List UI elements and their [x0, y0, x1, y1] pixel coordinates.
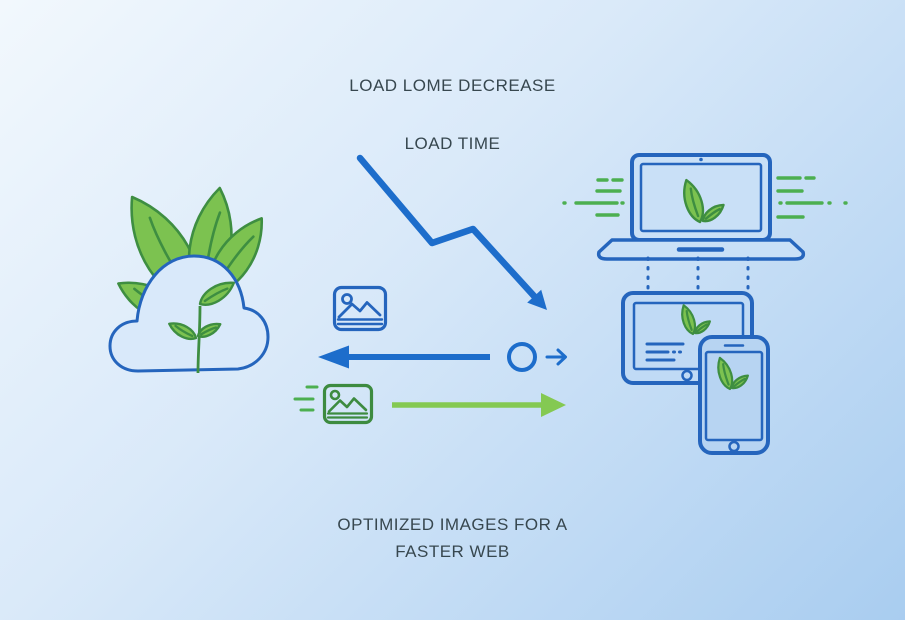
page-title: LOAD LOME DECREASE [349, 76, 556, 95]
home-button-icon [681, 369, 693, 382]
small-right-arrow-icon [545, 348, 567, 366]
laptop-icon [562, 153, 848, 261]
bottom-caption: OPTIMIZED IMAGES FOR A FASTER WEB [0, 511, 905, 565]
smartphone-icon [698, 335, 770, 455]
image-file-blue-icon [332, 285, 388, 332]
webcam-dot-icon [699, 157, 703, 162]
tablet-text-lines [645, 342, 685, 362]
load-time-label: LOAD TIME [404, 134, 501, 153]
decline-trend-arrow-icon [356, 154, 547, 310]
home-button-icon [728, 440, 740, 453]
sprout-icon [165, 275, 239, 374]
bottom-caption-line1: OPTIMIZED IMAGES FOR A [337, 515, 568, 534]
fast-right-arrow-icon [392, 393, 566, 417]
slow-left-arrow-icon [318, 345, 490, 369]
image-file-green-fast-icon [293, 383, 374, 425]
speed-dashes-icon [293, 385, 319, 412]
speed-dashes-icon [562, 176, 848, 219]
sync-dotted-lines-icon [646, 256, 750, 290]
bottom-caption-line2: FASTER WEB [395, 542, 510, 561]
loading-circle-icon [507, 342, 567, 372]
cloud-leaves-icon [108, 180, 277, 374]
devices-group [621, 256, 770, 455]
